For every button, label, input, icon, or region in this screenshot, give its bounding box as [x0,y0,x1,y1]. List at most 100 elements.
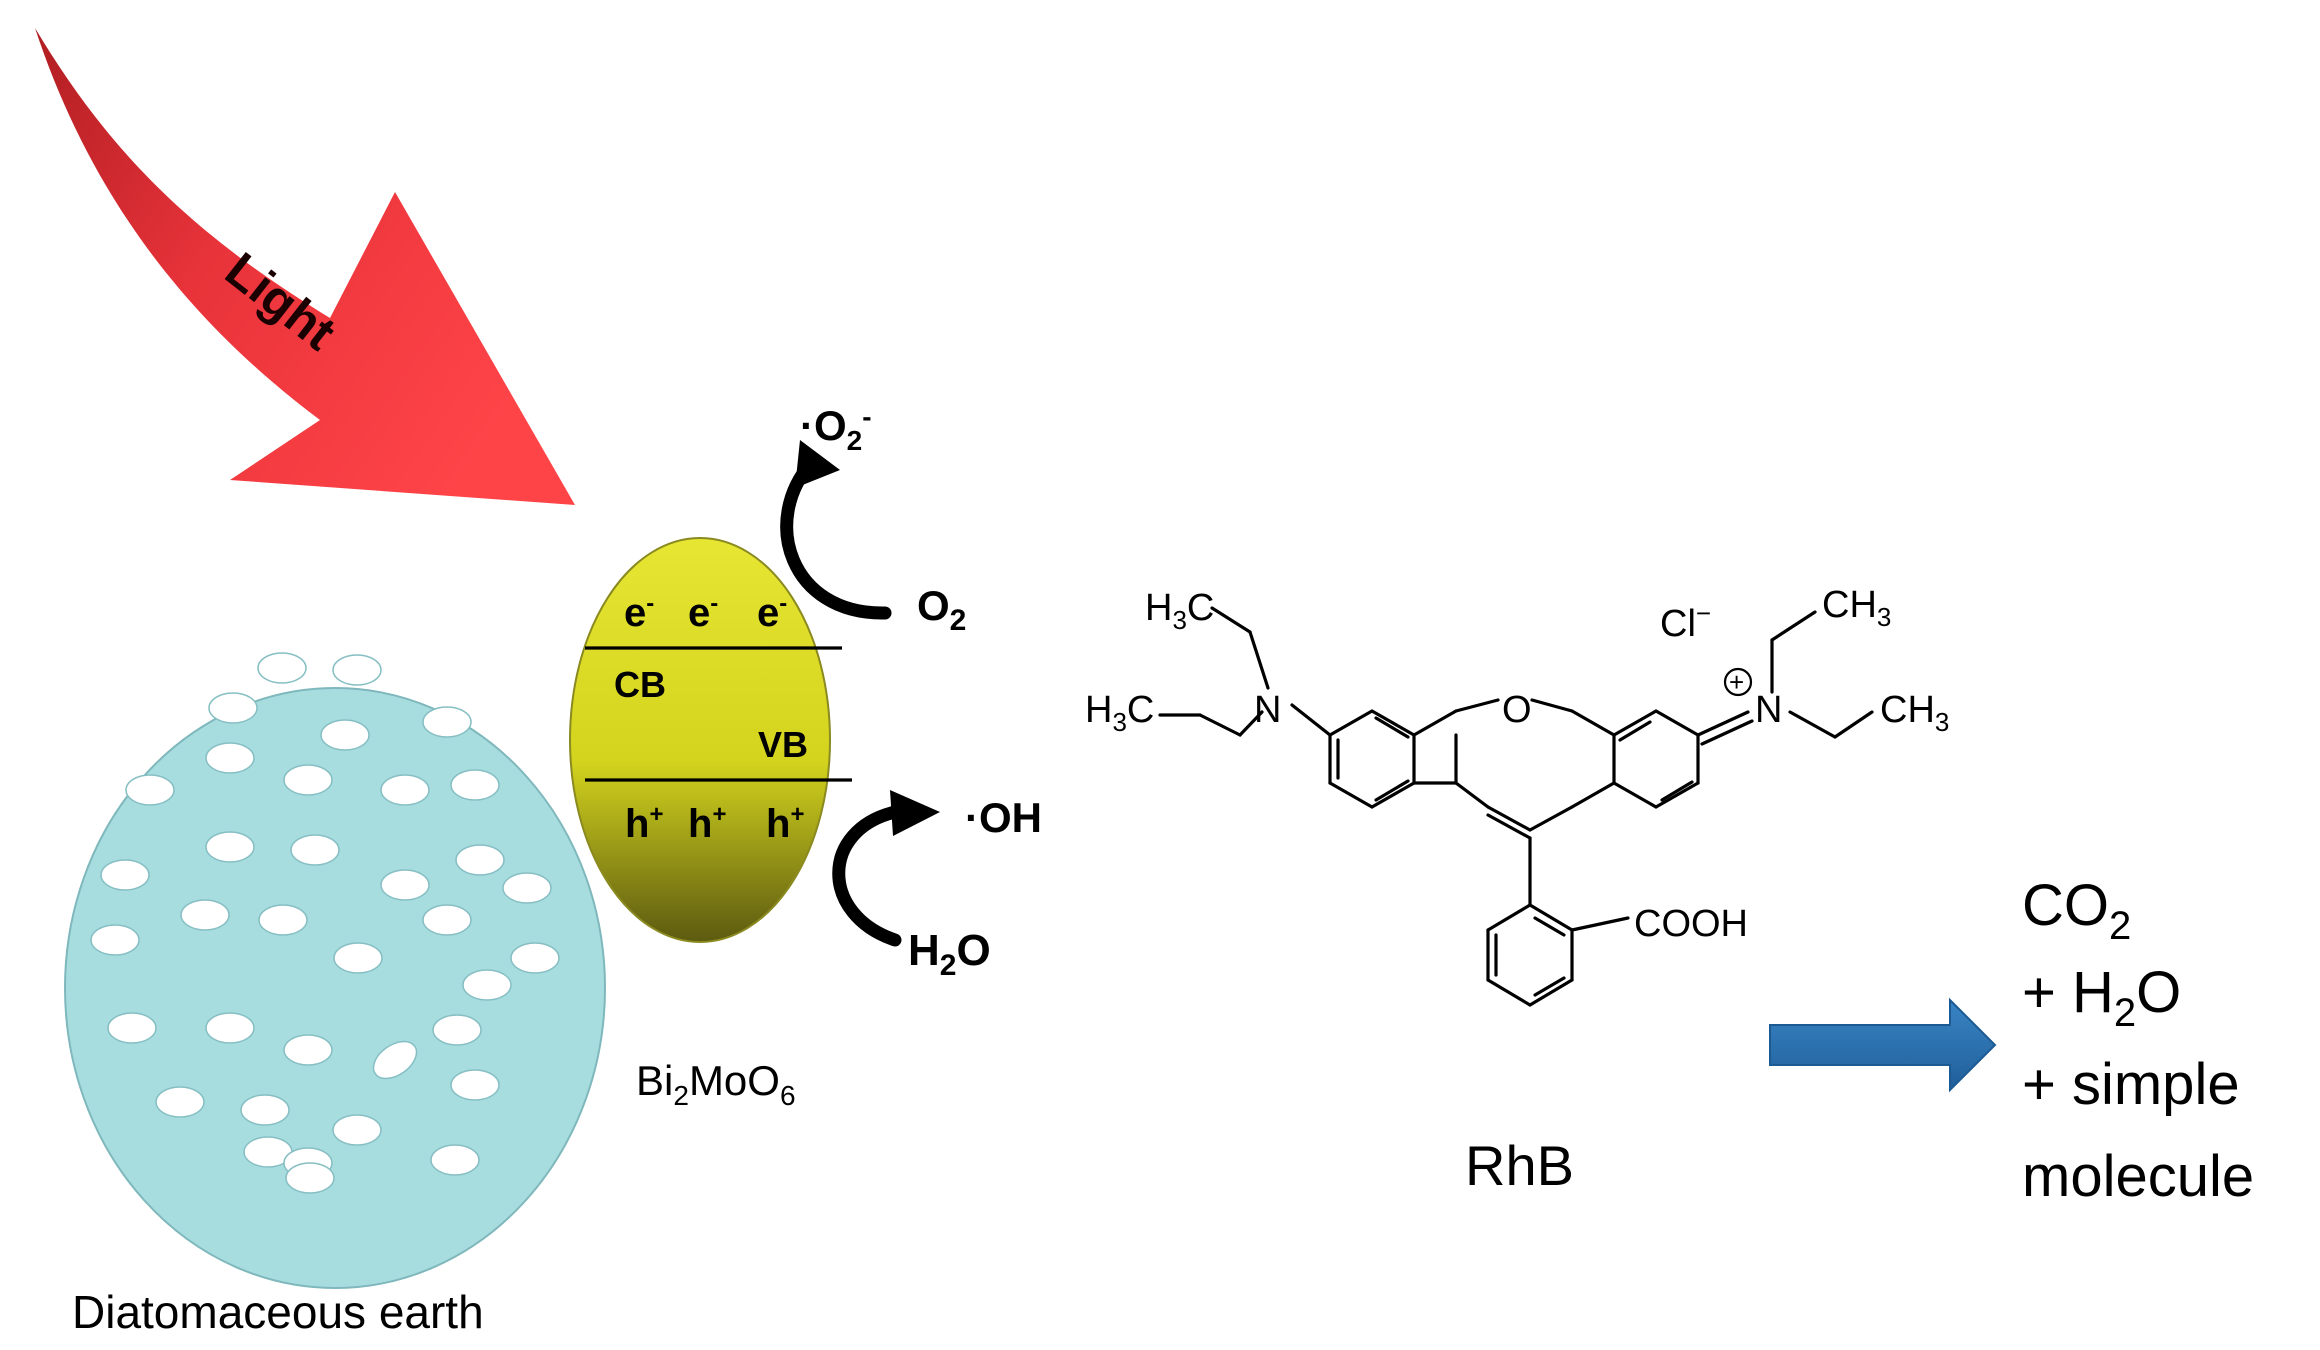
rhb-bond [1618,720,1652,742]
rhb-bond [1198,713,1242,737]
pore [372,1040,418,1080]
rhb-n-left: N [1254,689,1281,731]
rhb-positive-charge: + [1723,667,1753,697]
bi2moo6-particle: e- e- e- CB VB h+ h+ h+ [569,537,852,943]
product-molecule: molecule [2022,1144,2254,1209]
rhb-h3c-top-left: H3C [1145,587,1214,635]
superoxide-label: ·O2- [800,401,872,456]
pore [283,1034,333,1066]
pores [90,652,560,1194]
products: CO2 + H2O + simple molecule [2022,873,2254,1209]
rhb-bond [1374,779,1410,802]
pore [432,1014,482,1046]
svg-text:h+: h+ [688,801,726,846]
rhb-bond [1370,781,1416,809]
pore [510,942,560,974]
product-simple: + simple [2022,1052,2240,1117]
electrons: e- e- e- [624,590,787,635]
rhb-ring-oxygen: O [1502,689,1532,731]
pore [107,1012,157,1044]
rhb-bond [1533,976,1566,997]
hydroxyl-label: ·OH [965,794,1042,841]
rhb-bonds [1158,606,1874,1007]
bi2moo6-label: Bi2MoO6 [636,1057,796,1111]
rhb-bond [1833,710,1874,739]
rhb-bond [1654,709,1700,737]
pore [380,869,430,901]
pore [205,1012,255,1044]
superoxide-formation-arrow [780,440,892,620]
pore [320,719,370,751]
rhb-bond [1570,709,1616,737]
rhb-bond [1290,703,1332,737]
pore [380,774,430,806]
rhb-label: RhB [1465,1134,1574,1197]
rhb-bond [1788,710,1837,739]
pore [205,742,255,774]
pore [455,844,505,876]
pore [205,831,255,863]
pore [125,774,175,806]
pore [332,654,382,686]
rhb-bond [1238,710,1264,737]
rhb-bond [1248,630,1270,690]
pore [257,652,307,684]
rhb-bond [1210,606,1252,634]
pore [283,764,333,796]
rhb-cooh: COOH [1634,903,1748,945]
pore [180,899,230,931]
rhb-bond [1700,719,1754,746]
rhb-bond [1570,781,1616,809]
holes: h+ h+ h+ [625,801,804,846]
svg-text:e-: e- [757,590,787,635]
rhb-bond [1612,709,1658,737]
oxygen-label: O2 [917,582,966,637]
pore [290,834,340,866]
pore [422,904,472,936]
pore [90,924,140,956]
rhb-bond [1374,716,1410,739]
water-label: H2O [908,926,991,982]
rhb-bond [1612,781,1658,809]
pore [462,969,512,1001]
pore [208,692,258,724]
hydroxyl-formation-arrow [832,790,940,947]
rhb-bond [1528,903,1574,932]
rhb-bond [1486,903,1532,932]
rhb-chloride: Cl− [1660,598,1711,645]
rhb-bond [1486,978,1532,1007]
rhb-bond [1370,709,1416,737]
rhb-bond [1696,710,1750,737]
pore [502,872,552,904]
svg-text:h+: h+ [625,801,663,846]
rhb-ch3-right: CH3 [1880,689,1949,737]
pore [450,1069,500,1101]
pore [240,1094,290,1126]
rhb-bond [1570,916,1630,932]
svg-text:e-: e- [624,590,654,635]
pore [100,859,150,891]
product-water: + H2O [2022,960,2181,1035]
rhb-bond [1770,610,1817,642]
svg-text:e-: e- [688,590,718,635]
rhb-bond [1454,698,1500,713]
product-arrow [1769,997,1997,1093]
rhb-bond [1454,781,1490,809]
diatomaceous-earth-label: Diatomaceous earth [72,1286,484,1338]
rhb-bond [1528,978,1574,1007]
diatomaceous-earth-particle [64,652,606,1289]
pore [258,904,308,936]
pore [450,769,500,801]
vb-label: VB [758,724,808,765]
rhb-h3c-left: H3C [1085,689,1154,737]
rhb-bond [1328,781,1374,809]
rhb-bond [1412,709,1458,737]
pore [333,942,383,974]
rhb-bond [1528,805,1574,832]
rhb-bond [1533,916,1566,937]
rhb-n-right: N [1755,689,1782,731]
product-co2: CO2 [2022,873,2131,948]
svg-text:h+: h+ [766,801,804,846]
pore [285,1162,335,1194]
